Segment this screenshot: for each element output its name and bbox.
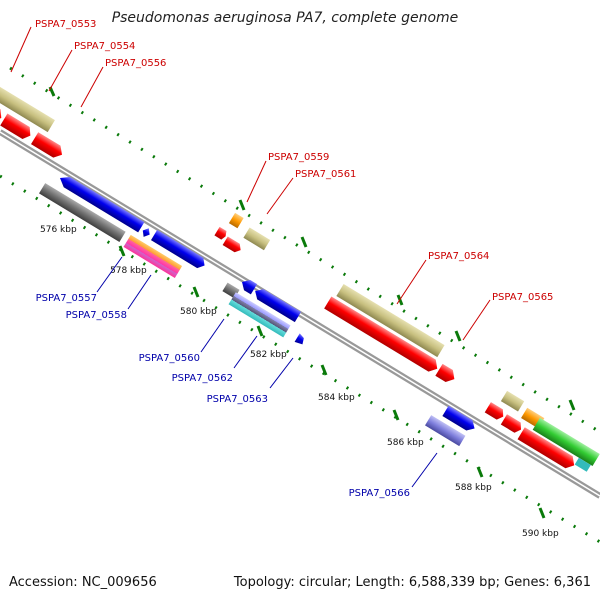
scale-label: 586 kbp xyxy=(387,438,424,448)
scale-labels: 576 kbp 578 kbp 580 kbp 582 kbp 584 kbp … xyxy=(40,225,559,539)
gene-feature-multicolor[interactable] xyxy=(228,292,291,338)
gene-feature-orange[interactable] xyxy=(228,212,244,229)
gene-feature-red[interactable] xyxy=(0,113,34,142)
genome-summary: Topology: circular; Length: 6,588,339 bp… xyxy=(233,575,591,590)
gene-label-top[interactable]: PSPA7_0564 xyxy=(428,251,489,262)
gene-feature-khaki[interactable] xyxy=(500,390,525,412)
gene-feature-red[interactable] xyxy=(484,402,507,422)
gene-feature-teal[interactable] xyxy=(574,457,591,472)
gene-feature-red[interactable] xyxy=(500,414,524,435)
top-label-leaders xyxy=(10,26,491,341)
accession-label: Accession: NC_009656 xyxy=(9,575,157,590)
gene-label-top[interactable]: PSPA7_0553 xyxy=(35,19,96,30)
gene-labels-bottom: PSPA7_0557 PSPA7_0558 PSPA7_0560 PSPA7_0… xyxy=(36,293,410,499)
scale-label: 578 kbp xyxy=(110,266,147,276)
tick-track-inner xyxy=(0,174,600,544)
gene-label-bottom[interactable]: PSPA7_0566 xyxy=(349,488,410,499)
gene-label-bottom[interactable]: PSPA7_0557 xyxy=(36,293,97,304)
gene-features xyxy=(0,78,600,472)
scale-label: 576 kbp xyxy=(40,225,77,235)
genome-title: Pseudomonas aeruginosa PA7, complete gen… xyxy=(112,10,459,26)
gene-feature-gray[interactable] xyxy=(39,183,126,243)
scale-label: 580 kbp xyxy=(180,307,217,317)
gene-feature-red[interactable] xyxy=(324,296,441,374)
gene-feature-blue[interactable] xyxy=(294,333,307,346)
scale-label: 582 kbp xyxy=(250,350,287,360)
genome-backbone xyxy=(0,129,600,499)
gene-feature-blue[interactable] xyxy=(140,226,152,239)
gene-feature-red[interactable] xyxy=(214,226,228,241)
gene-feature-green[interactable] xyxy=(532,417,600,466)
gene-feature-khaki[interactable] xyxy=(0,78,55,133)
scale-label: 588 kbp xyxy=(455,483,492,493)
gene-feature-blue[interactable] xyxy=(252,286,302,323)
gene-feature-red[interactable] xyxy=(435,363,458,385)
gene-label-bottom[interactable]: PSPA7_0558 xyxy=(66,310,127,321)
tick-tracks xyxy=(0,66,600,544)
gene-label-bottom[interactable]: PSPA7_0562 xyxy=(172,373,233,384)
gene-label-top[interactable]: PSPA7_0554 xyxy=(74,41,135,52)
gene-label-bottom[interactable]: PSPA7_0563 xyxy=(207,394,268,405)
gene-feature-multicolor[interactable] xyxy=(123,234,183,278)
gene-feature-khaki[interactable] xyxy=(243,227,271,251)
gene-label-top[interactable]: PSPA7_0561 xyxy=(295,169,356,180)
gene-feature-khaki[interactable] xyxy=(336,284,445,358)
gene-feature-blue[interactable] xyxy=(150,229,208,271)
bottom-label-leaders xyxy=(96,256,438,488)
gene-feature-red[interactable] xyxy=(517,427,578,471)
gene-label-top[interactable]: PSPA7_0556 xyxy=(105,58,166,69)
gene-label-top[interactable]: PSPA7_0559 xyxy=(268,152,329,163)
gene-label-top[interactable]: PSPA7_0565 xyxy=(492,292,553,303)
tick-track-outer xyxy=(9,66,600,434)
gene-feature-red[interactable] xyxy=(222,236,244,255)
gene-feature-lavender[interactable] xyxy=(425,415,466,447)
gene-label-bottom[interactable]: PSPA7_0560 xyxy=(139,353,200,364)
gene-feature-red[interactable] xyxy=(31,132,66,161)
gene-feature-blue[interactable] xyxy=(239,277,258,295)
gene-feature-blue[interactable] xyxy=(57,173,145,233)
scale-label: 590 kbp xyxy=(522,529,559,539)
scale-label: 584 kbp xyxy=(318,393,355,403)
gene-feature-blue[interactable] xyxy=(442,405,477,434)
gene-labels-top: PSPA7_0553 PSPA7_0554 PSPA7_0556 PSPA7_0… xyxy=(35,19,553,303)
